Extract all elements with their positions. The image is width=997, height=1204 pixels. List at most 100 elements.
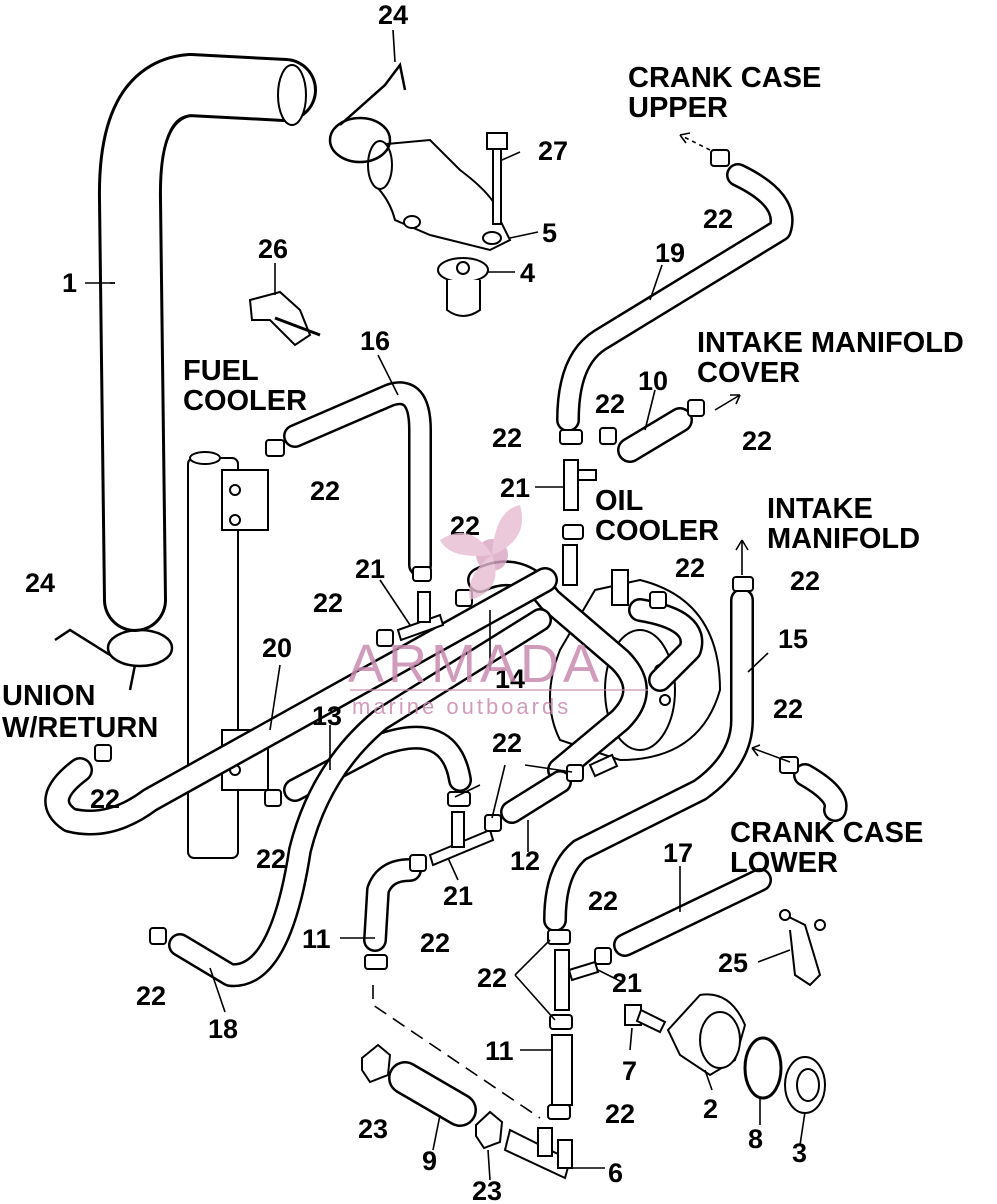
label-union-return-2: W/RETURN	[2, 712, 158, 744]
label-crank-case-lower-1: CRANK CASE	[730, 817, 923, 849]
part-number-7: 7	[622, 1056, 637, 1086]
cap-3	[784, 1056, 826, 1114]
part-number-22-m: 22	[256, 844, 286, 874]
part-number-3: 3	[792, 1138, 807, 1168]
tee-fitting-21-lower	[554, 949, 600, 1011]
part-number-21-oil: 21	[500, 473, 530, 503]
tee-fitting-21-fuel	[396, 591, 445, 642]
watermark-subtitle: marine outboards	[352, 694, 571, 719]
part-number-22-j: 22	[773, 694, 803, 724]
part-number-22-b: 22	[310, 476, 340, 506]
label-crank-case-lower-2: LOWER	[730, 847, 838, 879]
hose-15	[543, 588, 848, 932]
part-number-4: 4	[520, 258, 535, 288]
part-number-18: 18	[208, 1014, 238, 1044]
hose-11-lower	[551, 1034, 573, 1106]
tee-fitting-21-middle	[428, 811, 495, 867]
part-number-23-left: 23	[358, 1114, 388, 1144]
thermostat-4	[437, 257, 489, 317]
part-number-22-p: 22	[477, 963, 507, 993]
bolt-27	[486, 132, 508, 225]
clip-26	[248, 290, 321, 347]
part-number-14: 14	[495, 664, 525, 694]
part-number-20: 20	[262, 633, 292, 663]
label-oil-cooler-2: COOLER	[595, 515, 719, 547]
armada-watermark: ARMADA marine outboards	[348, 505, 648, 719]
bolt-7	[624, 1004, 667, 1034]
fitting-oil-cooler-return	[562, 544, 619, 778]
label-fuel-cooler-1: FUEL	[183, 355, 259, 387]
part-number-22-o: 22	[420, 928, 450, 958]
part-number-13: 13	[312, 701, 342, 731]
part-number-labels: 1 24 27 5 4 26 16 19 10 21 21 20 14 15 1…	[25, 0, 820, 1204]
tee-fitting-21-oil-cooler	[563, 459, 597, 511]
housing-2	[666, 993, 747, 1077]
hose-18	[168, 608, 552, 988]
part-number-22-k: 22	[492, 728, 522, 758]
flow-arrows	[679, 132, 791, 763]
watermark-title: ARMADA	[348, 634, 603, 694]
hose-clamps	[94, 149, 799, 1150]
part-number-11-upper: 11	[302, 924, 331, 954]
hose-12	[500, 770, 572, 824]
clip-25	[779, 909, 826, 987]
part-number-22-c: 22	[492, 423, 522, 453]
part-number-22-i: 22	[313, 588, 343, 618]
gasket-ring-24-top	[328, 62, 407, 164]
part-number-22-q: 22	[136, 981, 166, 1011]
hose-19	[556, 163, 794, 432]
label-crank-case-upper-2: UPPER	[628, 92, 728, 124]
label-oil-cooler-1: OIL	[595, 485, 643, 517]
part-number-12: 12	[510, 846, 540, 876]
part-number-21-fuel: 21	[355, 554, 385, 584]
part-number-15: 15	[778, 624, 808, 654]
part-number-25: 25	[718, 948, 748, 978]
location-labels: CRANK CASE UPPER INTAKE MANIFOLD COVER F…	[2, 62, 964, 879]
part-number-19: 19	[655, 238, 685, 268]
hose-union-return	[44, 567, 558, 836]
part-number-22-n: 22	[588, 886, 618, 916]
label-fuel-cooler-2: COOLER	[183, 385, 307, 417]
part-number-1: 1	[62, 268, 77, 298]
hose-14	[467, 560, 704, 783]
part-number-9: 9	[422, 1146, 437, 1176]
part-number-22-h: 22	[790, 566, 820, 596]
hose-9	[388, 1061, 477, 1127]
part-number-22-a: 22	[703, 204, 733, 234]
part-number-22-l: 22	[90, 784, 120, 814]
part-number-10: 10	[638, 366, 668, 396]
label-crank-case-upper-1: CRANK CASE	[628, 62, 821, 94]
hose-10	[617, 407, 693, 463]
label-intake-manifold-cover-1: INTAKE MANIFOLD	[697, 327, 964, 359]
part-number-24-top: 24	[378, 0, 408, 30]
gasket-ring-24-left	[54, 628, 174, 691]
label-intake-manifold-cover-2: COVER	[697, 357, 800, 389]
label-union-return-1: UNION	[2, 680, 95, 712]
part-number-22-r: 22	[605, 1099, 635, 1129]
label-intake-manifold-1: INTAKE	[767, 493, 873, 525]
hose-13	[283, 725, 472, 802]
part-number-16: 16	[360, 326, 390, 356]
part-number-23-bottom: 23	[472, 1176, 502, 1204]
part-number-8: 8	[748, 1124, 763, 1154]
fitting-6	[503, 1127, 573, 1180]
part-number-27: 27	[538, 136, 568, 166]
label-intake-manifold-2: MANIFOLD	[767, 523, 920, 555]
part-number-22-d: 22	[595, 389, 625, 419]
part-number-6: 6	[608, 1158, 623, 1188]
leader-lines	[85, 29, 806, 1181]
part-number-5: 5	[542, 218, 557, 248]
part-number-26: 26	[258, 234, 288, 264]
hose-1	[97, 53, 317, 632]
propeller-logo-icon	[440, 505, 523, 600]
part-number-22-g: 22	[675, 553, 705, 583]
hose-11-upper	[363, 858, 422, 952]
part-number-21-lower: 21	[612, 968, 642, 998]
thermostat-cover-5	[367, 138, 512, 252]
part-number-24-left: 24	[25, 568, 55, 598]
fuel-cooler-20	[187, 451, 269, 859]
o-ring-8	[743, 1036, 783, 1100]
part-number-11-lower: 11	[485, 1036, 514, 1066]
hose-16	[283, 381, 432, 577]
